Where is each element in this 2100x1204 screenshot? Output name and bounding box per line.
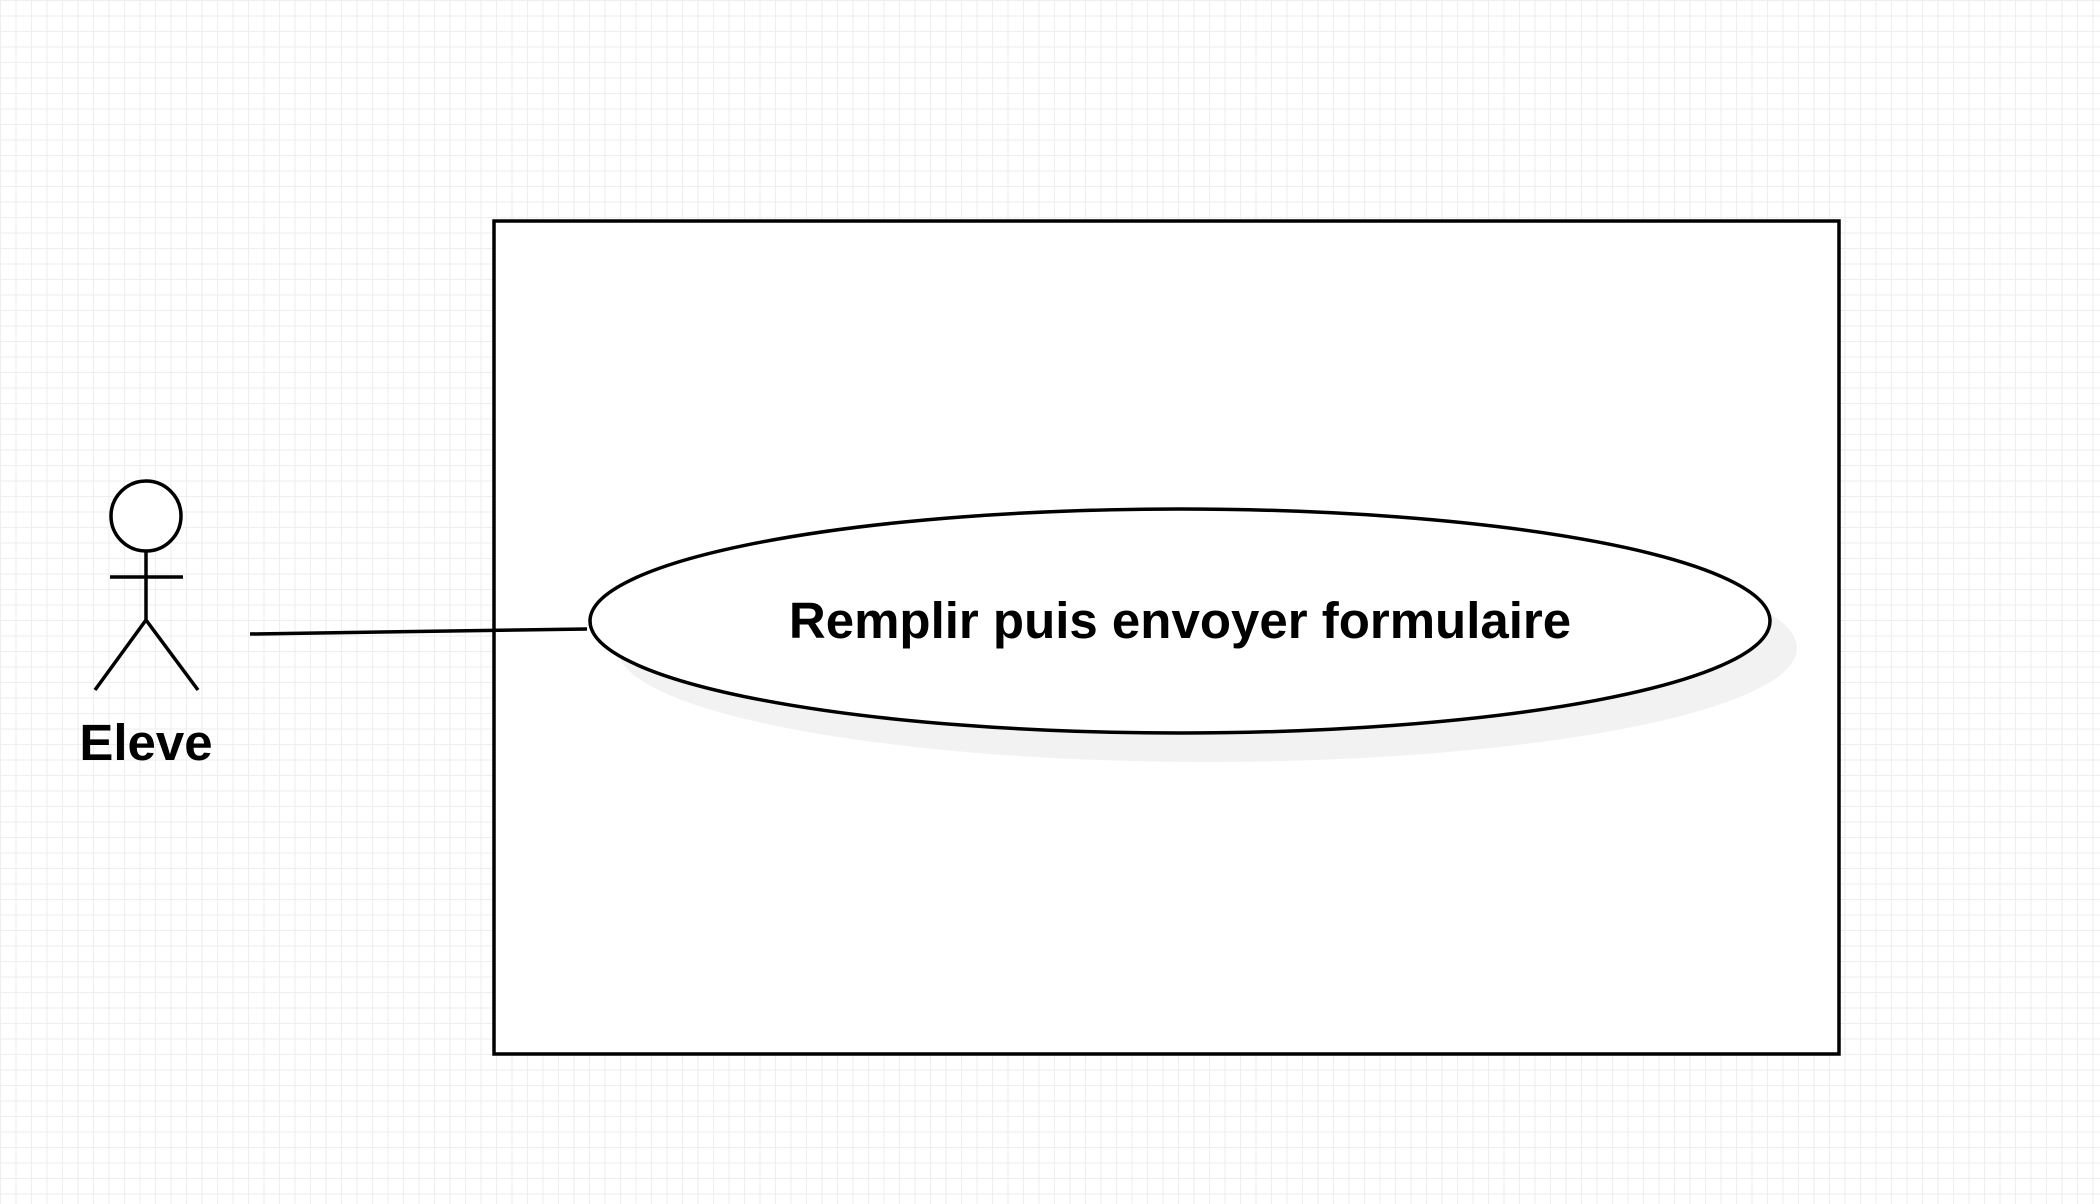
actor-left-leg bbox=[93, 618, 148, 692]
actor-label: Eleve bbox=[79, 714, 212, 771]
actor-head bbox=[109, 479, 183, 553]
use-case-ellipse bbox=[588, 507, 1772, 735]
actor-right-leg bbox=[144, 618, 200, 692]
association-line[interactable] bbox=[249, 627, 588, 636]
use-case-remplir[interactable]: Remplir puis envoyer formulaire bbox=[588, 507, 1797, 762]
use-case-label: Remplir puis envoyer formulaire bbox=[789, 592, 1571, 649]
actor-eleve[interactable]: Eleve bbox=[79, 479, 213, 771]
stick-figure-icon bbox=[93, 479, 200, 692]
